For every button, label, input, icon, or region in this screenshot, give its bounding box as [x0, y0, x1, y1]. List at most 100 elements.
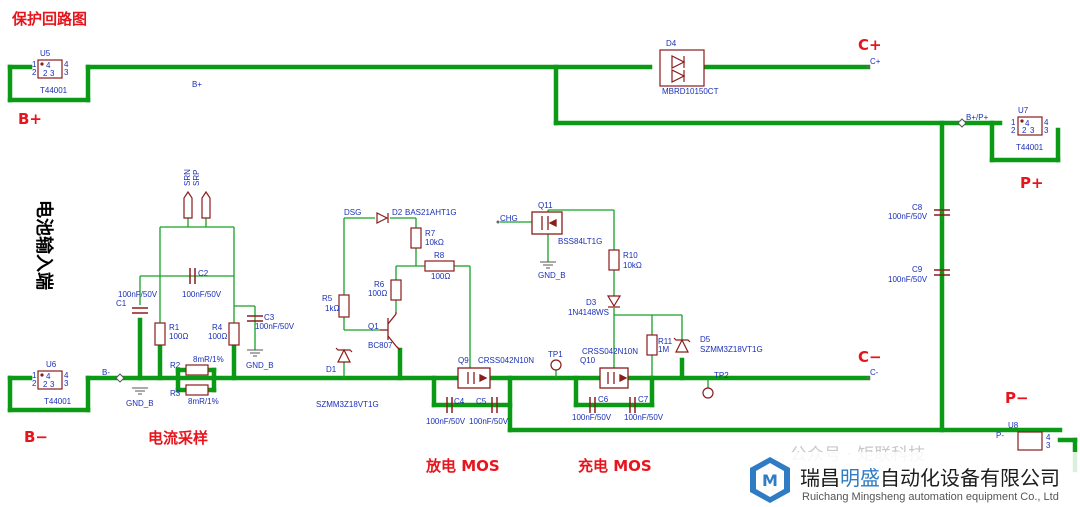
diode-d2 — [376, 212, 389, 224]
company-post: 自动化设备有限公司 — [880, 466, 1060, 490]
r1-value: 100Ω — [169, 332, 188, 341]
testpoint-tp1 — [550, 359, 562, 371]
net-srn: SRN — [183, 169, 192, 186]
net-gnd-b-3: GND_B — [538, 271, 566, 280]
connector-u5: U5 T44001 1 2 4 3 4 2 3 — [32, 49, 69, 95]
capacitor-c3 — [247, 315, 263, 322]
q9-ref: Q9 — [458, 356, 469, 365]
u7-pin3: 3 — [1030, 126, 1035, 135]
u6-pin4-out: 4 — [64, 371, 69, 380]
c4-value: 100nF/50V — [426, 417, 466, 426]
r5-ref: R5 — [322, 294, 333, 303]
resistor-r11 — [646, 334, 658, 356]
net-dsg: DSG — [344, 208, 361, 217]
u6-pin3: 3 — [50, 380, 55, 389]
d3-ref: D3 — [586, 298, 597, 307]
net-p-minus-small: P- — [996, 431, 1004, 440]
u5-pin3-out: 3 — [64, 68, 69, 77]
c2-ref: C2 — [198, 269, 209, 278]
u5-pin2-in: 2 — [43, 69, 48, 78]
c9-value: 100nF/50V — [888, 275, 928, 284]
charge-mos-title: 充电 MOS — [578, 457, 652, 475]
current-sample-title: 电流采样 — [148, 429, 208, 447]
r3-ref: R3 — [170, 389, 181, 398]
discharge-mos-title: 放电 MOS — [425, 457, 500, 475]
capacitor-c7 — [629, 397, 636, 413]
q10-value: CRSS042N10N — [582, 347, 638, 356]
ground-symbol-2 — [132, 387, 148, 395]
logo-letter: M — [762, 471, 778, 490]
net-b-minus-small: B- — [102, 368, 110, 377]
r4-value: 100Ω — [208, 332, 227, 341]
c9-ref: C9 — [912, 265, 923, 274]
c3-ref: C3 — [264, 313, 275, 322]
c1-value: 100nF/50V — [118, 290, 158, 299]
u6-ref: U6 — [46, 360, 57, 369]
resistor-r8 — [424, 260, 455, 272]
power-wires — [7, 64, 1078, 473]
r4-ref: R4 — [212, 323, 223, 332]
u5-pin4-out: 4 — [64, 60, 69, 69]
u7-ref: U7 — [1018, 106, 1029, 115]
resistor-r2 — [185, 364, 209, 376]
u6-pin3-out: 3 — [64, 379, 69, 388]
zener-d1 — [335, 347, 353, 363]
terminal-c-plus: C+ — [858, 36, 882, 54]
q11-ref: Q11 — [538, 201, 553, 210]
d1-value: SZMM3Z18VT1G — [316, 400, 379, 409]
c7-ref: C7 — [638, 395, 649, 404]
u7-pin4: 4 — [1025, 119, 1030, 128]
r2-ref: R2 — [170, 361, 181, 370]
net-b-plus-small: B+ — [192, 80, 202, 89]
company-pre: 瑞昌 — [800, 466, 840, 490]
ground-symbol-1 — [247, 349, 263, 357]
u8-pin4: 4 — [1046, 433, 1051, 442]
battery-input-label: 电池输入端 — [33, 200, 55, 290]
u6-pin2-in: 2 — [43, 380, 48, 389]
transistor-q1 — [380, 312, 401, 351]
net-c-minus-small: C- — [870, 368, 879, 377]
c1-ref: C1 — [116, 299, 127, 308]
c8-ref: C8 — [912, 203, 923, 212]
connector-u6: U6 T44001 1 2 4 3 4 2 3 — [32, 360, 72, 406]
u6-pin2: 2 — [32, 379, 37, 388]
d5-value: SZMM3Z18VT1G — [700, 345, 763, 354]
c3-value: 100nF/50V — [255, 322, 295, 331]
net-gnd-b-1: GND_B — [246, 361, 274, 370]
u5-pin2: 2 — [32, 68, 37, 77]
capacitor-c9 — [934, 269, 950, 276]
c4-ref: C4 — [454, 397, 465, 406]
u6-pin4: 4 — [46, 372, 51, 381]
r10-ref: R10 — [623, 251, 638, 260]
capacitor-c6 — [589, 397, 596, 413]
u6-pin1: 1 — [32, 371, 37, 380]
company-name: 瑞昌明盛自动化设备有限公司 — [800, 466, 1060, 490]
r8-ref: R8 — [434, 251, 445, 260]
net-bp-pp: B+/P+ — [966, 113, 989, 122]
u7-pin1: 1 — [1011, 118, 1016, 127]
connector-u7: U7 T44001 1 2 4 3 4 2 3 — [1011, 106, 1049, 152]
d4-value: MBRD10150CT — [662, 87, 719, 96]
r6-ref: R6 — [374, 280, 385, 289]
q9-value: CRSS042N10N — [478, 356, 534, 365]
r5-value: 1kΩ — [325, 304, 339, 313]
u5-value: T44001 — [40, 86, 68, 95]
r7-ref: R7 — [425, 229, 436, 238]
srn-srp-port — [183, 190, 211, 219]
company-highlight: 明盛 — [840, 466, 880, 490]
u8-pin3: 3 — [1046, 441, 1051, 450]
resistor-r1 — [154, 322, 166, 346]
r10-value: 10kΩ — [623, 261, 642, 270]
r7-value: 10kΩ — [425, 238, 444, 247]
company-english: Ruichang Mingsheng automation equipment … — [802, 491, 1059, 503]
r6-value: 100Ω — [368, 289, 387, 298]
resistor-r4 — [228, 322, 240, 346]
u8-ref: U8 — [1008, 421, 1019, 430]
d1-ref: D1 — [326, 365, 337, 374]
net-c-plus-small: C+ — [870, 57, 881, 66]
q1-value: BC807 — [368, 341, 393, 350]
capacitor-c2 — [189, 268, 196, 284]
net-srp: SRP — [192, 170, 201, 186]
zener-d5 — [673, 337, 691, 353]
